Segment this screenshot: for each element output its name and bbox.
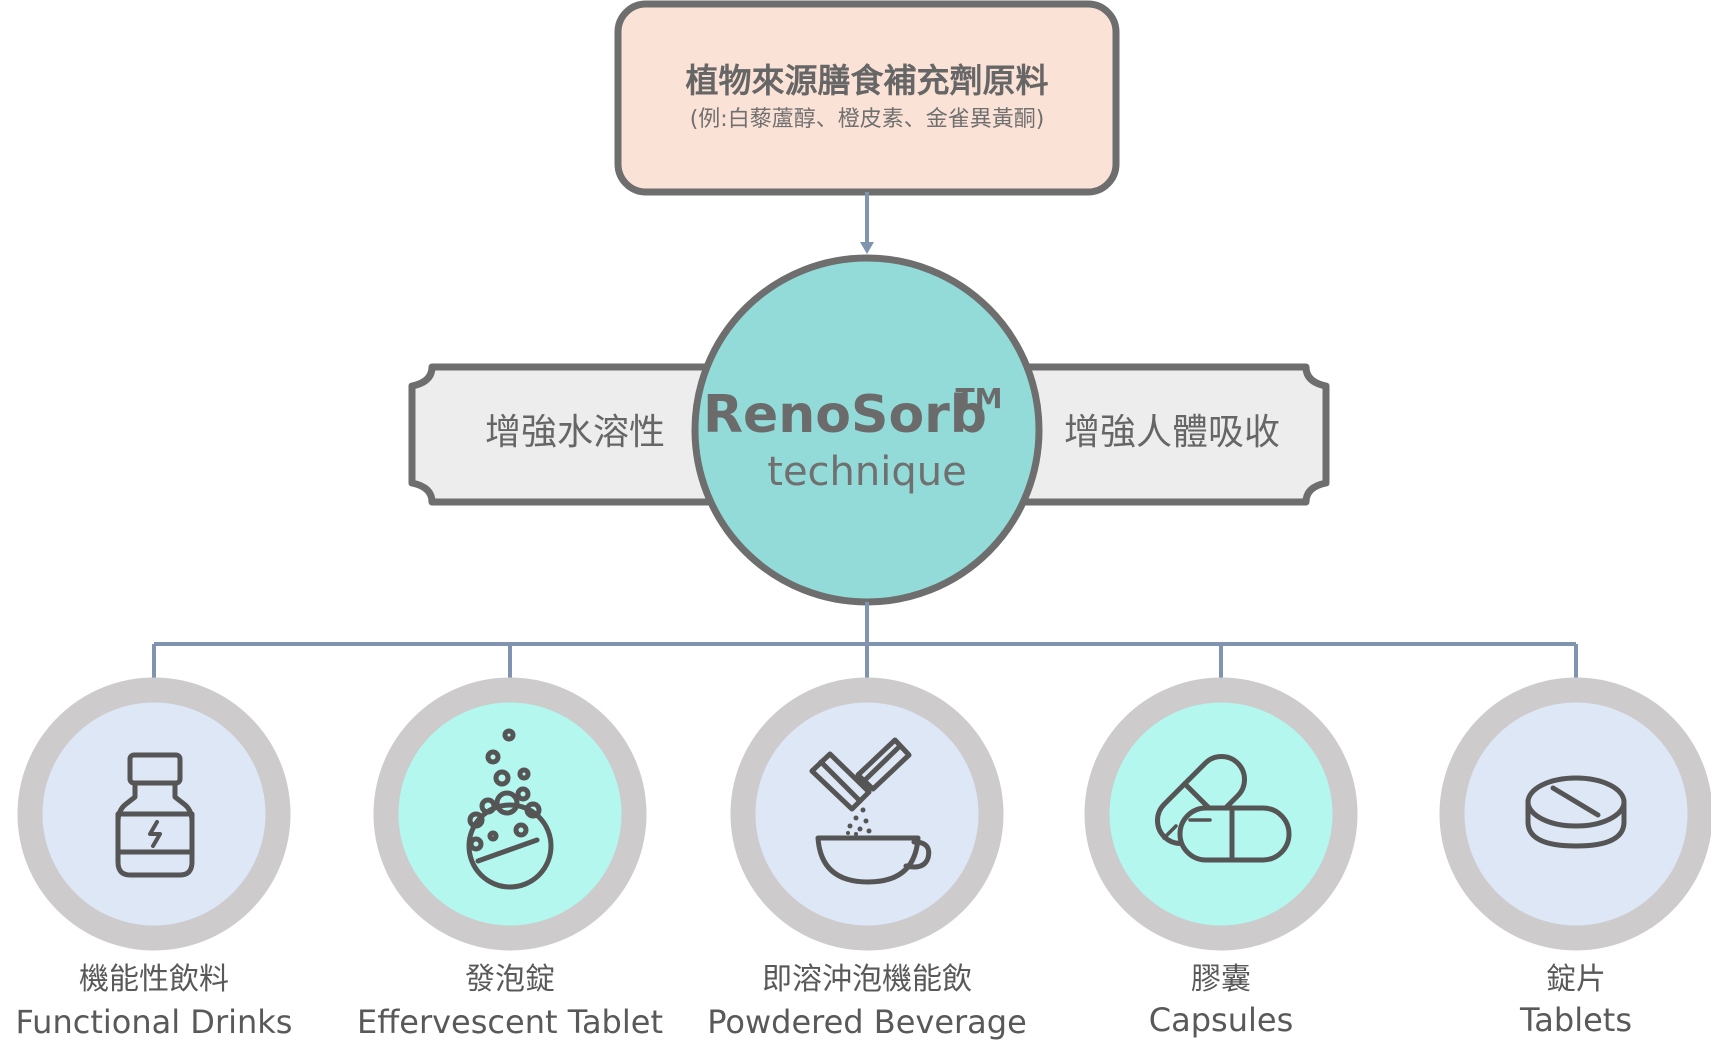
benefit-right-text: 增強人體吸收 [1064, 412, 1280, 453]
product-en-label: Powdered Beverage [707, 1003, 1027, 1041]
powder-cup-icon [809, 737, 932, 885]
source-box: 植物來源膳食補充劑原料 (例:白藜蘆醇、橙皮素、金雀異黃酮) [614, 0, 1120, 196]
product-effervescent-tablet: 發泡錠 Effervescent Tablet [357, 677, 663, 1041]
product-functional-drinks: 機能性飲料 Functional Drinks [16, 677, 293, 1041]
technique-hub: RenoSorb TM technique [691, 254, 1043, 606]
trademark-mark: TM [956, 382, 1003, 415]
product-capsules: 膠囊 Capsules [1084, 677, 1358, 1039]
bottle-icon [115, 752, 195, 878]
product-zh-label: 機能性飲料 [79, 962, 229, 997]
product-zh-label: 錠片 [1546, 962, 1606, 997]
product-en-label: Capsules [1149, 1001, 1293, 1039]
connector-lines [152, 602, 1578, 680]
benefit-left-text: 增強水溶性 [485, 412, 665, 453]
product-tablets: 錠片 Tablets [1439, 677, 1711, 1039]
product-powdered-beverage: 即溶沖泡機能飲 Powdered Beverage [707, 677, 1027, 1041]
source-title: 植物來源膳食補充劑原料 [686, 61, 1049, 100]
product-en-label: Effervescent Tablet [357, 1003, 663, 1041]
arrow-source-to-hub [860, 192, 874, 254]
capsules-icon [1154, 753, 1292, 863]
brand-name: RenoSorb [703, 385, 987, 445]
tablet-icon [1525, 775, 1627, 849]
banner-left: 增強水溶性 [408, 363, 724, 506]
powder-particles [846, 807, 872, 836]
source-subtitle: (例:白藜蘆醇、橙皮素、金雀異黃酮) [690, 107, 1045, 132]
product-zh-label: 發泡錠 [465, 962, 555, 997]
product-zh-label: 即溶沖泡機能飲 [762, 962, 972, 997]
product-en-label: Tablets [1519, 1001, 1632, 1039]
product-en-label: Functional Drinks [16, 1003, 293, 1041]
technique-label: technique [767, 449, 966, 495]
banner-right: 增強人體吸收 [1008, 363, 1330, 506]
product-zh-label: 膠囊 [1191, 962, 1251, 997]
effervescent-icon [466, 728, 554, 890]
